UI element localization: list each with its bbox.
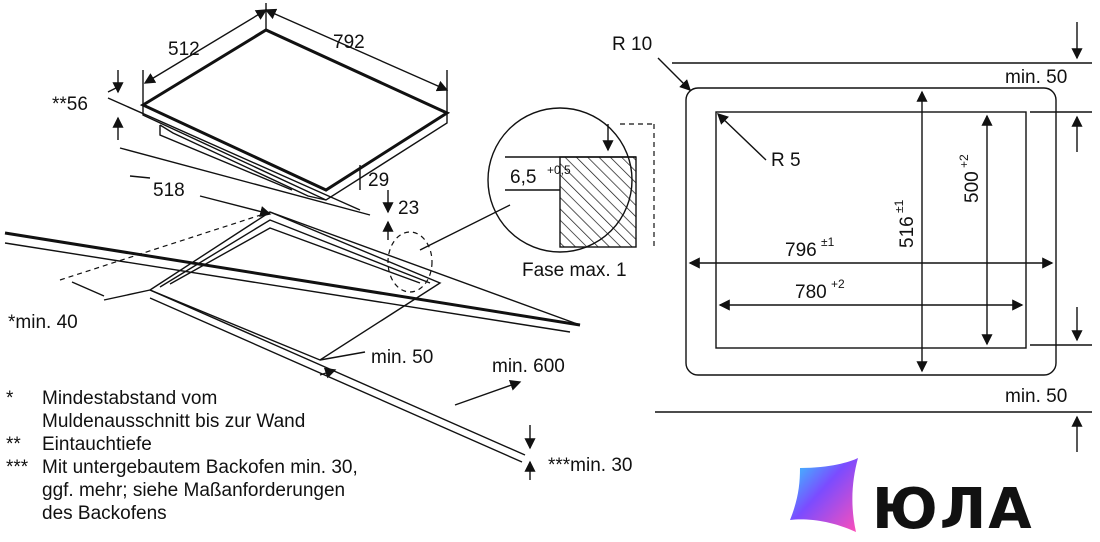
label-wall-min: *min. 40 [8,312,78,333]
note-1-line-2: Muldenausschnitt bis zur Wand [42,411,305,432]
label-hob-width: 792 [333,32,365,53]
label-width-inner: 780 [795,282,827,303]
yula-logo-text: ЮЛА [872,477,1034,542]
note-3-line-3: des Backofens [42,503,167,524]
label-inner-radius: R 5 [771,150,801,171]
label-glass-height: 23 [398,198,419,219]
inner-cutout [715,111,1027,349]
outer-cutout [685,87,1057,376]
plan-view: R 10 R 5 min. 50 min. 50 796 ±1 780 +2 5… [612,22,1092,452]
label-cutout-depth: 518 [153,180,185,201]
label-oven-min: ***min. 30 [548,455,633,476]
label-bottom-min: min. 50 [1005,386,1067,407]
hob-base [159,124,327,201]
label-cabinet-min: min. 600 [492,356,565,377]
hatched-worktop [559,156,637,248]
label-depth-outer: 516 [897,216,918,248]
note-1-mark: * [6,388,14,409]
yula-logo: ЮЛА [790,458,1034,542]
chamfer-detail: 6,5 +0,5 Fase max. 1 [487,107,655,281]
notes-block: * Mindestabstand vom Muldenausschnitt bi… [6,388,358,524]
label-width-outer: 796 [785,240,817,261]
label-front-min: min. 50 [371,347,433,368]
label-hob-depth: 512 [168,39,200,60]
note-3-mark: *** [6,457,29,478]
worktop-cutout [148,211,442,361]
label-chamfer-caption: Fase max. 1 [522,260,627,281]
label-outer-radius: R 10 [612,34,652,55]
label-width-inner-tol: +2 [831,277,845,291]
note-1-line-1: Mindestabstand vom [42,388,217,409]
hob-side [142,105,448,201]
note-2-mark: ** [6,434,21,455]
label-depth-inner-tol: +2 [957,154,971,168]
label-width-outer-tol: ±1 [821,235,835,249]
label-hob-thickness: 29 [368,170,389,191]
label-immersion-depth: **56 [52,94,88,115]
yula-logo-mark [790,458,858,532]
label-depth-outer-tol: ±1 [892,199,906,213]
label-top-min: min. 50 [1005,67,1067,88]
note-3-line-2: ggf. mehr; siehe Maßanforderungen [42,480,345,501]
note-2-line-1: Eintauchtiefe [42,434,152,455]
note-3-line-1: Mit untergebautem Backofen min. 30, [42,457,358,478]
label-chamfer-tol: +0,5 [547,163,571,177]
label-chamfer-value: 6,5 [510,167,536,188]
label-depth-inner: 500 [962,171,983,203]
